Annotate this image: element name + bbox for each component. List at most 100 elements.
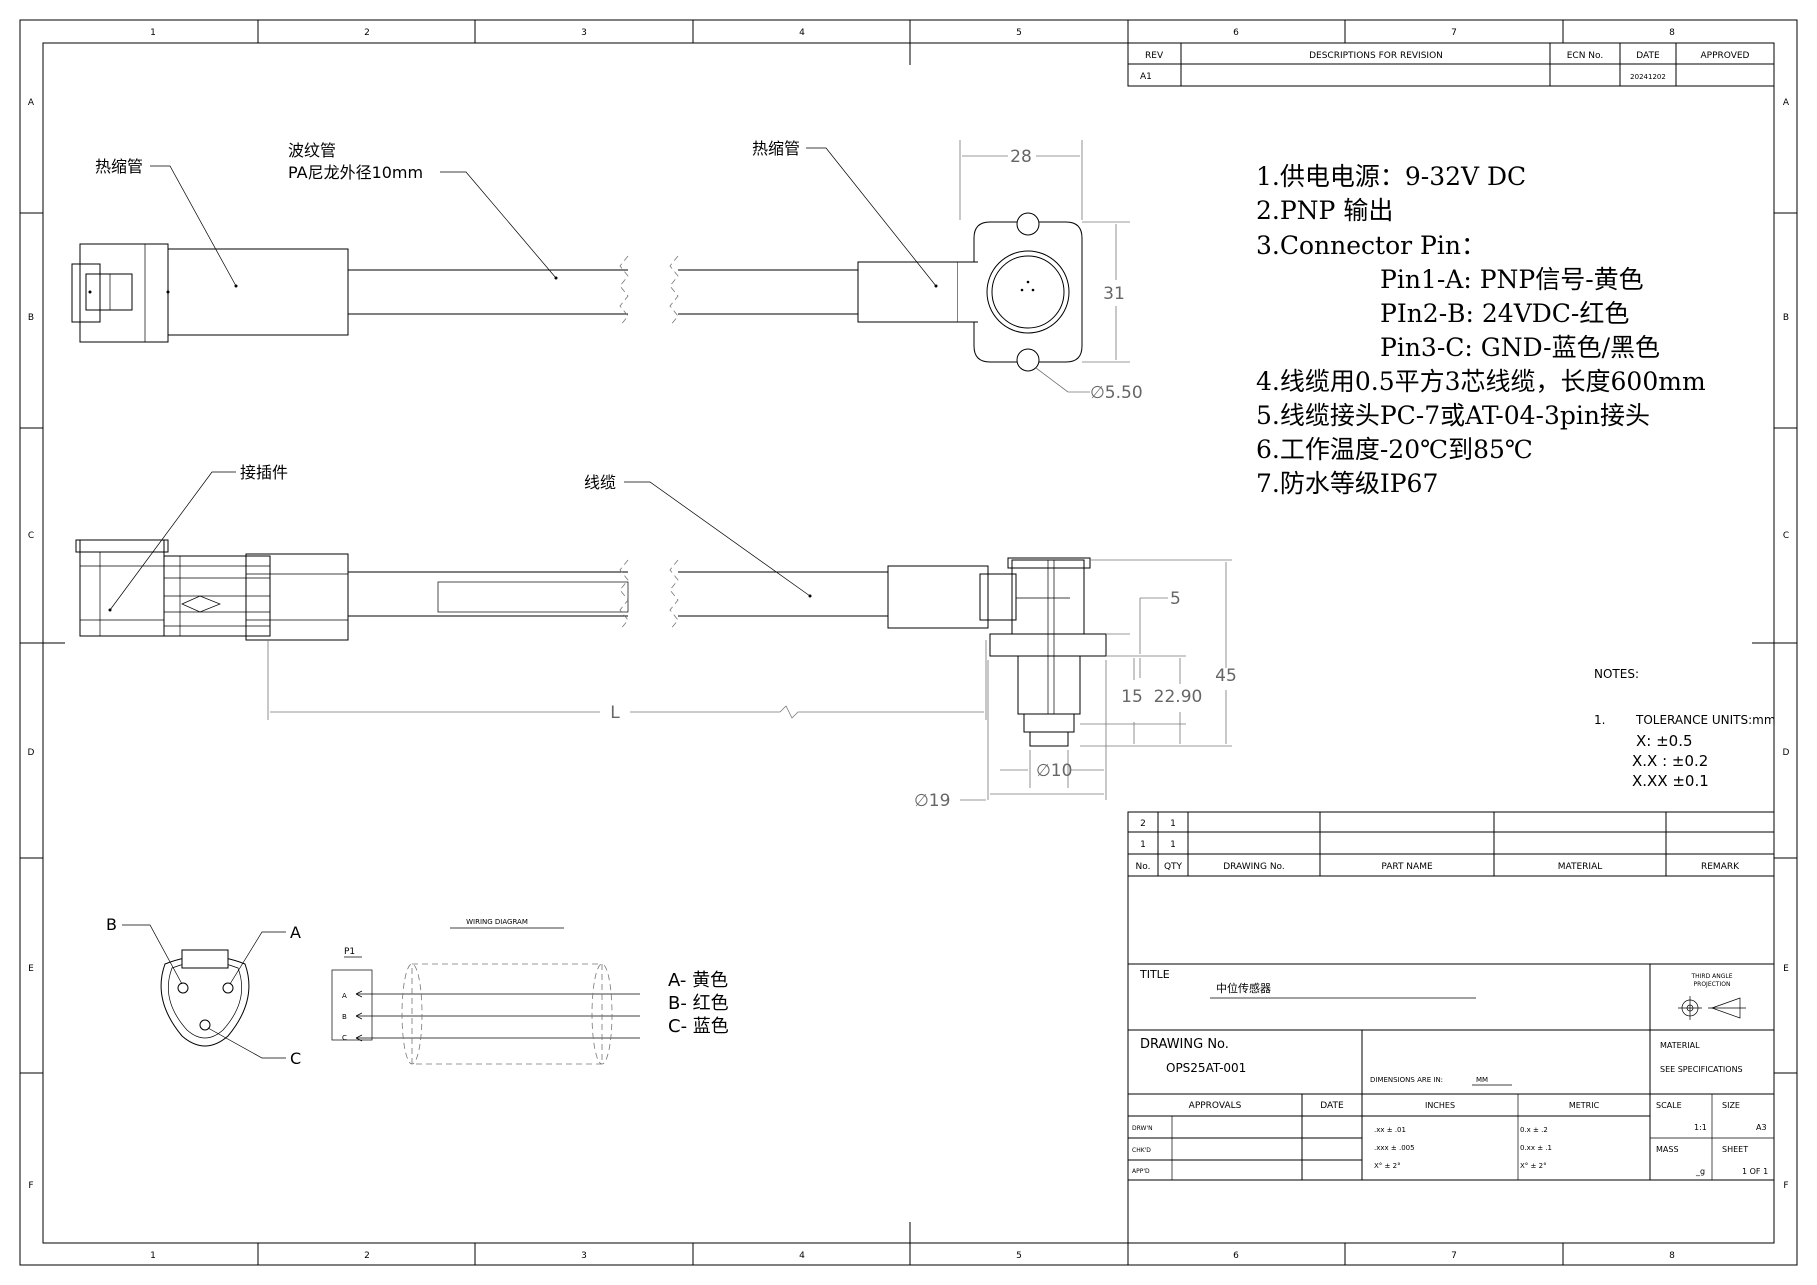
date-label: DATE — [1320, 1101, 1344, 1111]
mass-value: _g — [1695, 1167, 1705, 1176]
wiring-pin-c: C — [342, 1034, 347, 1042]
label-corrugated-line2: PA尼龙外径10mm — [288, 163, 423, 182]
title-value: 中位传感器 — [1216, 981, 1271, 995]
mass-label: MASS — [1656, 1145, 1679, 1154]
tolerance-line-1: X: ±0.5 — [1636, 732, 1693, 750]
label-cable: 线缆 — [584, 473, 616, 492]
inch-tol-1: .xx ± .01 — [1374, 1126, 1406, 1134]
third-angle-projection-icon — [1678, 996, 1746, 1020]
size-label: SIZE — [1722, 1101, 1740, 1110]
wire-a: A- 黄色 — [668, 970, 728, 991]
col-label-5: 5 — [1016, 28, 1022, 38]
row-label-b: B — [28, 313, 34, 323]
bom-row2-qty: 1 — [1170, 840, 1176, 850]
row-label-a: A — [28, 98, 35, 108]
dim-5: 5 — [1170, 589, 1181, 609]
wiring-diagram: WIRING DIAGRAM P1 A B C A- 黄色 B- 红色 C- 蓝… — [331, 918, 729, 1065]
appd-label: APP'D — [1132, 1168, 1150, 1175]
col-label-5-bottom: 5 — [1016, 1251, 1022, 1261]
label-corrugated-line1: 波纹管 — [288, 141, 336, 160]
note-3-pin3: Pin3-C: GND-蓝色/黑色 — [1380, 333, 1660, 362]
bom-header-part-name: PART NAME — [1381, 862, 1433, 872]
inner-border — [42, 42, 1775, 1244]
note-3: 3.Connector Pin： — [1256, 231, 1486, 260]
col-label-2-bottom: 2 — [364, 1251, 370, 1261]
bom-header-qty: QTY — [1164, 862, 1183, 872]
col-label-1-bottom: 1 — [150, 1251, 156, 1261]
wire-c: C- 蓝色 — [668, 1016, 729, 1037]
row-label-c: C — [28, 531, 34, 541]
ecn-header: ECN No. — [1567, 51, 1604, 61]
row-label-a-right: A — [1783, 98, 1790, 108]
side-view-cable — [75, 539, 1107, 747]
col-label-8: 8 — [1669, 28, 1675, 38]
note-6: 6.工作温度-20℃到85℃ — [1256, 435, 1533, 464]
pin-label-a: A — [290, 923, 301, 942]
title-label: TITLE — [1139, 968, 1170, 981]
bom-row2-no: 1 — [1140, 840, 1146, 850]
col-label-7-bottom: 7 — [1451, 1251, 1457, 1261]
connector-pinout: B A C — [106, 915, 301, 1068]
col-label-6-bottom: 6 — [1233, 1251, 1239, 1261]
dim-28: 28 — [1010, 147, 1032, 167]
row-label-f-right: F — [1783, 1181, 1788, 1191]
metric-tol-1: 0.x ± .2 — [1520, 1126, 1548, 1134]
drawing-no-label: DRAWING No. — [1140, 1037, 1229, 1052]
col-label-8-bottom: 8 — [1669, 1251, 1675, 1261]
inch-tol-3: X° ± 2° — [1374, 1162, 1401, 1170]
tolerance-line-2: X.X : ±0.2 — [1632, 752, 1708, 770]
scale-value: 1:1 — [1694, 1123, 1707, 1132]
sheet-value: 1 OF 1 — [1742, 1167, 1768, 1176]
drwn-label: DRW'N — [1132, 1125, 1153, 1132]
metric-label: METRIC — [1569, 1101, 1600, 1110]
bom-header-material: MATERIAL — [1558, 862, 1603, 872]
col-label-6: 6 — [1233, 28, 1239, 38]
pin-label-b: B — [106, 915, 117, 934]
sheet-label: SHEET — [1722, 1145, 1748, 1154]
tolerance-item-no: 1. — [1594, 713, 1605, 727]
dimensions-unit: MM — [1476, 1076, 1488, 1084]
bom-header-remark: REMARK — [1701, 862, 1740, 872]
col-label-7: 7 — [1451, 28, 1457, 38]
date-header: DATE — [1636, 51, 1660, 61]
scale-label: SCALE — [1656, 1101, 1682, 1110]
metric-tol-2: 0.xx ± .1 — [1520, 1144, 1552, 1152]
row-label-d-right: D — [1783, 748, 1790, 758]
note-7: 7.防水等级IP67 — [1256, 469, 1438, 498]
bom-row1-qty: 1 — [1170, 819, 1176, 829]
wiring-pin-b: B — [342, 1013, 347, 1021]
note-3-pin2: PIn2-B: 24VDC-红色 — [1380, 299, 1629, 328]
approved-header: APPROVED — [1701, 51, 1750, 61]
bom-row1-no: 2 — [1140, 819, 1146, 829]
row-label-b-right: B — [1783, 313, 1789, 323]
material-value: SEE SPECIFICATIONS — [1660, 1065, 1743, 1074]
row-label-c-right: C — [1783, 531, 1789, 541]
col-label-1: 1 — [150, 28, 156, 38]
dim-31: 31 — [1103, 284, 1125, 304]
col-label-3: 3 — [581, 28, 587, 38]
revision-table: REV DESCRIPTIONS FOR REVISION ECN No. DA… — [1127, 42, 1775, 87]
note-3-pin1: Pin1-A: PNP信号-黄色 — [1380, 265, 1644, 294]
bom-header-drawing-no: DRAWING No. — [1223, 862, 1285, 872]
title-block: TITLE 中位传感器 THIRD ANGLE PROJECTION DRAWI… — [1127, 875, 1775, 1244]
label-heat-shrink-left: 热缩管 — [95, 157, 143, 176]
notes-title: NOTES: — [1594, 667, 1639, 681]
top-view-cable — [71, 212, 1083, 372]
wiring-p1: P1 — [344, 947, 355, 957]
metric-tol-3: X° ± 2° — [1520, 1162, 1547, 1170]
approvals-label: APPROVALS — [1189, 1101, 1242, 1111]
row-ticks — [20, 212, 1797, 1074]
wiring-title: WIRING DIAGRAM — [466, 918, 528, 926]
side-dimensions: L 5 15 22.90 45 ∅10 ∅19 — [267, 559, 1237, 811]
label-heat-shrink-right: 热缩管 — [752, 139, 800, 158]
note-1: 1.供电电源：9-32V DC — [1256, 162, 1526, 191]
note-2: 2.PNP 输出 — [1256, 196, 1393, 225]
rev-header: REV — [1145, 51, 1164, 61]
tolerance-notes: NOTES: 1. TOLERANCE UNITS:mm X: ±0.5 X.X… — [1594, 667, 1776, 790]
projection-line2: PROJECTION — [1694, 981, 1731, 988]
dim-45: 45 — [1215, 666, 1237, 686]
descriptions-header: DESCRIPTIONS FOR REVISION — [1309, 51, 1443, 61]
bom-table: 2 1 1 1 No. QTY DRAWING No. PART NAME MA… — [1127, 811, 1775, 877]
col-label-4-bottom: 4 — [799, 1251, 805, 1261]
